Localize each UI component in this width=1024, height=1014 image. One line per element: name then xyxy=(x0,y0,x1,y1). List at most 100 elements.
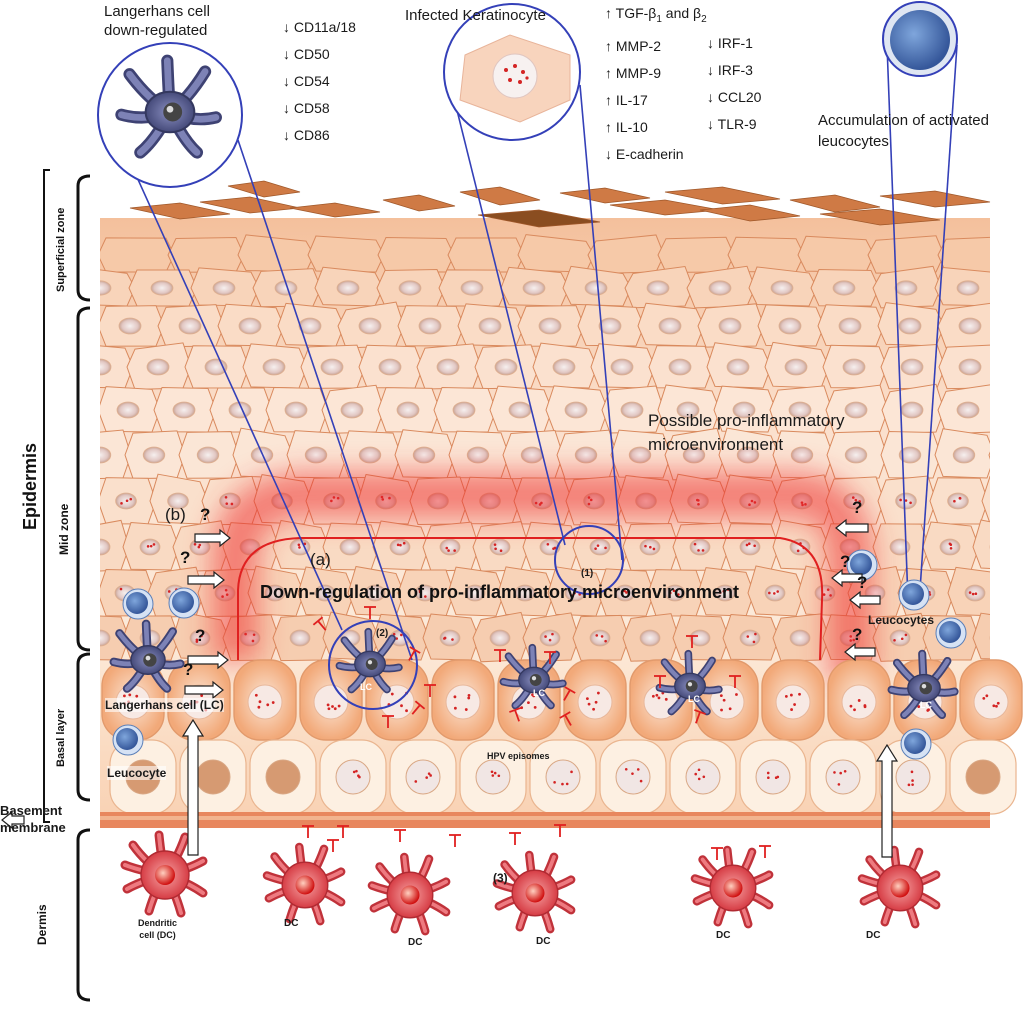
question-mark: ? xyxy=(195,626,206,645)
hpv-particle xyxy=(904,499,908,502)
hpv-particle xyxy=(548,638,552,642)
inhibition-mark xyxy=(509,832,521,845)
hpv-particle xyxy=(119,587,123,591)
hpv-particle xyxy=(128,693,132,697)
hpv-particle xyxy=(910,770,914,774)
basal-nucleus xyxy=(445,684,481,720)
hpv-particle xyxy=(453,549,456,552)
hpv-particle xyxy=(527,701,530,705)
hpv-particle xyxy=(490,770,494,774)
kc-ecad: ↓ E-cadherin xyxy=(605,145,684,162)
nucleus xyxy=(1007,447,1024,463)
nucleus xyxy=(889,538,911,556)
hpv-particle xyxy=(627,589,630,593)
hpv-particle xyxy=(451,638,454,641)
hpv-particle xyxy=(753,544,756,548)
leucocyte-label: Leucocyte xyxy=(107,766,167,780)
down-arrow-icon: ↓ xyxy=(605,145,612,162)
inhibition-mark xyxy=(312,616,327,631)
hpv-particle xyxy=(553,781,556,784)
kc-down-item: ↓ TLR-9 xyxy=(707,116,757,132)
down-arrow-icon: ↓ xyxy=(283,73,290,89)
down-arrow-icon: ↓ xyxy=(707,116,714,132)
hpv-particle xyxy=(697,777,701,781)
nucleus xyxy=(178,317,202,335)
dc-nucleus xyxy=(723,878,743,898)
nucleus xyxy=(739,629,761,647)
nucleus xyxy=(947,492,969,510)
nucleus xyxy=(289,629,311,647)
lc-title-line1: Langerhans cell xyxy=(104,3,210,20)
dc-label: DC xyxy=(866,930,881,941)
hpv-particle xyxy=(994,544,997,547)
nucleus xyxy=(574,446,598,464)
hpv-label: HPV episomes xyxy=(487,751,550,761)
hpv-particle xyxy=(900,637,904,641)
migration-arrow xyxy=(184,680,224,700)
hpv-particle xyxy=(493,771,497,775)
hpv-particle xyxy=(193,543,197,546)
hpv-particle xyxy=(857,699,861,702)
inhibition-mark xyxy=(494,649,506,662)
lower-basal-nucleus xyxy=(895,759,931,795)
scale-flake xyxy=(559,187,651,204)
nucleus xyxy=(832,280,856,296)
nucleus xyxy=(584,280,608,296)
hpv-particle xyxy=(125,499,129,503)
nucleus xyxy=(150,280,174,296)
inhibition-bar xyxy=(409,646,421,654)
inhibition-mark xyxy=(711,847,723,860)
hpv-particle xyxy=(752,640,756,644)
inhibition-mark xyxy=(686,635,698,648)
inhibition-mark xyxy=(408,646,421,661)
up-arrow-icon: ↑ xyxy=(605,64,612,81)
hpv-particle xyxy=(693,542,697,546)
inhibition-bar xyxy=(694,709,706,715)
down-arrow-icon: ↓ xyxy=(707,62,714,78)
nucleus xyxy=(789,629,811,647)
lc-title-line2: down-regulated xyxy=(104,22,208,39)
nucleus xyxy=(439,538,461,556)
hpv-particle xyxy=(677,593,680,596)
keratinocyte xyxy=(997,342,1024,389)
hpv-particle xyxy=(604,639,607,643)
hpv-particle xyxy=(789,693,793,697)
nucleus xyxy=(894,280,918,296)
keratinocyte xyxy=(587,234,665,275)
lc-nucleus xyxy=(919,681,933,695)
scale-flake xyxy=(819,208,941,226)
migration-arrow xyxy=(194,528,231,548)
question-mark: ? xyxy=(180,548,191,567)
nucleus xyxy=(116,401,140,419)
nucleus xyxy=(589,629,611,647)
migration-arrows xyxy=(1,518,899,858)
hpv-particle xyxy=(570,770,573,774)
nucleus xyxy=(100,446,112,464)
nucleus xyxy=(682,446,706,464)
nucleus xyxy=(460,280,484,296)
nucleus xyxy=(398,280,422,296)
nucleus xyxy=(610,358,634,376)
nucleus xyxy=(339,538,361,556)
nucleus xyxy=(320,358,344,376)
nucleus xyxy=(718,317,742,335)
langerhans-cell xyxy=(887,649,959,720)
leucocyte xyxy=(939,621,961,643)
lc-title: Langerhans cell down-regulated xyxy=(104,2,210,40)
nucleus xyxy=(264,584,286,602)
leucocyte xyxy=(126,592,148,614)
hpv-particle xyxy=(254,693,258,697)
hpv-particle xyxy=(123,694,126,698)
inhibition-stem xyxy=(695,711,701,724)
hpv-particle xyxy=(773,592,776,595)
inhibition-marks xyxy=(302,606,771,860)
hpv-particle xyxy=(719,694,723,698)
hpv-particle xyxy=(839,771,842,775)
hpv-particle xyxy=(968,591,972,594)
accumulation-label: Accumulation of activated leucocytes xyxy=(818,110,989,152)
nucleus xyxy=(708,280,732,296)
dc-label: DC xyxy=(284,918,299,929)
nucleus xyxy=(784,358,808,376)
hpv-particle xyxy=(491,774,495,777)
